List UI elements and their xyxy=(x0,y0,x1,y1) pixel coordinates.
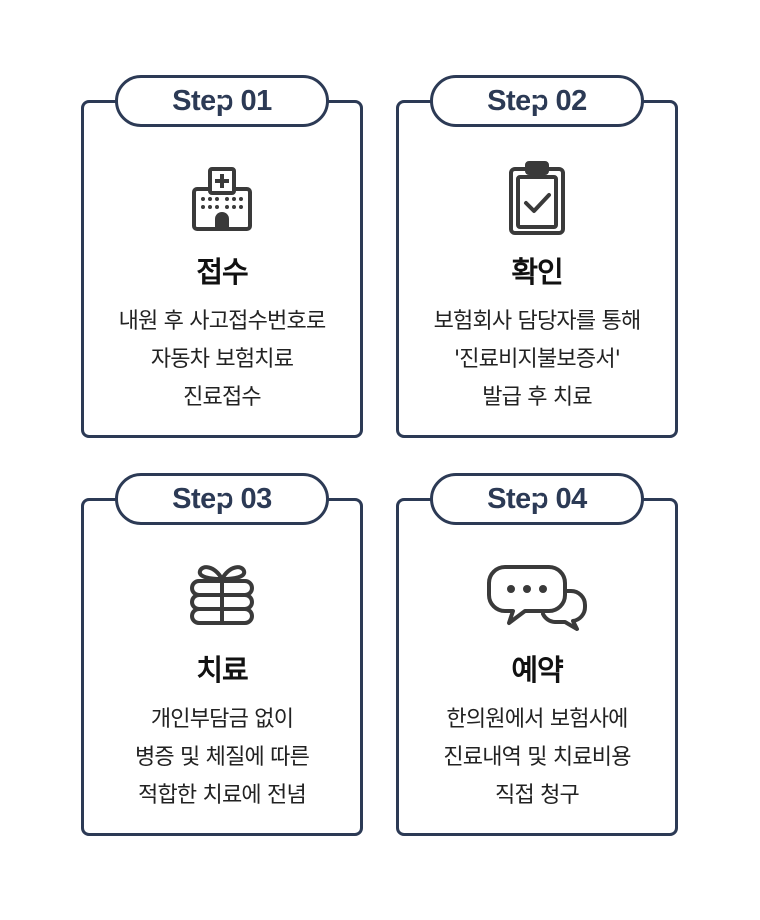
step-description-line: 직접 청구 xyxy=(495,783,580,808)
step-card-2: Step 02 확인 보험회사 담당자를 통해 '진료비지불보증서' 발급 후 … xyxy=(396,75,678,438)
step-description-2: 보험회사 담당자를 통해 '진료비지불보증서' 발급 후 치료 xyxy=(399,303,675,417)
step-description-line: 병증 및 체질에 따른 xyxy=(134,745,310,770)
step-title-2: 확인 xyxy=(511,255,563,289)
step-description-1: 내원 후 사고접수번호로 자동차 보험치료 진료접수 xyxy=(84,303,360,417)
step-description-line: 진료접수 xyxy=(183,385,262,410)
step-title-4: 예약 xyxy=(511,653,563,687)
step-card-3: Step 03 치료 개인부담금 없이 병증 및 체질에 따른 적합한 치료에 … xyxy=(81,473,363,836)
step-description-line: 개인부담금 없이 xyxy=(150,707,294,732)
step-label-2: Step 02 xyxy=(430,75,644,127)
step-description-4: 한의원에서 보험사에 진료내역 및 치료비용 직접 청구 xyxy=(399,701,675,815)
step-description-line: 내원 후 사고접수번호로 xyxy=(118,309,327,334)
chat-bubble-icon xyxy=(484,559,590,635)
step-description-line: 진료내역 및 치료비용 xyxy=(443,745,631,770)
step-description-line: 적합한 치료에 전념 xyxy=(138,783,307,808)
step-description-line: 한의원에서 보험사에 xyxy=(446,707,628,732)
clipboard-check-icon xyxy=(499,161,575,237)
hospital-icon xyxy=(184,161,260,237)
step-description-line: 자동차 보험치료 xyxy=(150,347,294,372)
gift-icon xyxy=(184,559,260,635)
step-label-3: Step 03 xyxy=(115,473,329,525)
step-card-4: Step 04 예약 한의원에서 보험사에 진료내역 및 치료비용 직접 청구 xyxy=(396,473,678,836)
step-card-1: Step 01 접수 내원 후 사고접수번호로 자동차 보험치료 진료접수 xyxy=(81,75,363,438)
step-description-line: 보험회사 담당자를 통해 xyxy=(433,309,642,334)
step-label-4: Step 04 xyxy=(430,473,644,525)
step-description-line: '진료비지불보증서' xyxy=(453,347,621,372)
step-title-1: 접수 xyxy=(196,255,248,289)
step-description-3: 개인부담금 없이 병증 및 체질에 따른 적합한 치료에 전념 xyxy=(84,701,360,815)
step-description-line: 발급 후 치료 xyxy=(482,385,592,410)
step-label-1: Step 01 xyxy=(115,75,329,127)
step-title-3: 치료 xyxy=(196,653,248,687)
